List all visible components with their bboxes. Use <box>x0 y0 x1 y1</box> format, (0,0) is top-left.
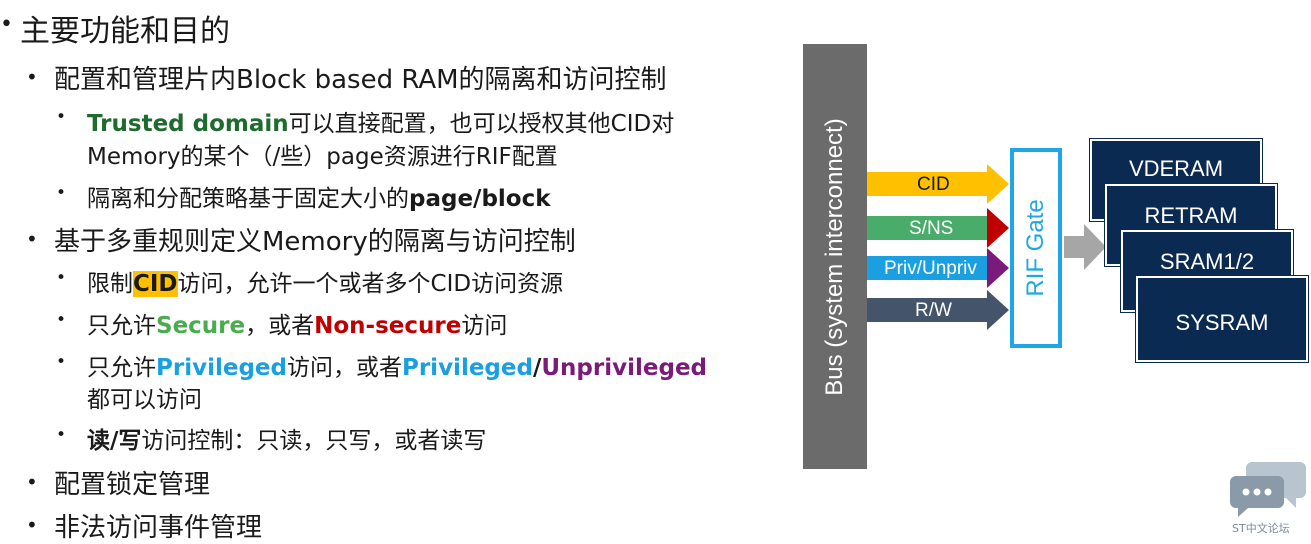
watermark-label: ST中文论坛 <box>1232 522 1290 535</box>
chat-bubble-icon <box>1230 462 1306 517</box>
signal-label-cid: CID <box>917 174 950 195</box>
item-1-sub-2-bold: page/block <box>409 186 551 212</box>
sns-arrow-body <box>867 216 989 240</box>
slash-text: / <box>532 355 542 381</box>
unprivileged-text: Unprivileged <box>541 355 708 381</box>
item-1-sub-2: 隔离和分配策略基于固定大小的page/block <box>87 179 551 213</box>
item-3: 配置锁定管理 <box>54 470 211 500</box>
privileged-text-2: Privileged <box>401 355 533 381</box>
bullet-dot: • <box>56 107 67 127</box>
item-2-sub-3: 只允许Privileged访问，或者Privileged/Unprivilege… <box>87 348 707 382</box>
cid-highlight: CID <box>133 271 178 297</box>
item-2-sub-1-post: 访问，允许一个或者多个CID访问资源 <box>177 271 564 297</box>
bullet-dot: • <box>56 310 67 330</box>
rif-gate-label: RIF Gate <box>1022 199 1049 297</box>
rif-gate: RIF Gate <box>1010 148 1062 348</box>
item-4: 非法访问事件管理 <box>54 513 263 543</box>
item-2-sub-2-post: 访问 <box>461 313 508 339</box>
priv-arrow-body <box>867 256 989 280</box>
memory-label: VDERAM <box>1128 156 1224 181</box>
item-2-sub-2-mid: ，或者 <box>245 313 315 339</box>
bus-label: Bus (system interconnect) <box>821 117 848 396</box>
item-2-sub-1: 限制CID访问，允许一个或者多个CID访问资源 <box>87 264 563 298</box>
signal-arrows <box>867 164 1009 330</box>
gray-arrow <box>1064 224 1106 270</box>
bullet-dot: • <box>56 268 67 288</box>
memory-label: RETRAM <box>1144 203 1238 228</box>
bullet-dot: • <box>0 12 13 37</box>
item-2-sub-3-pre: 只允许 <box>87 355 156 381</box>
priv-arrow-head <box>987 248 1009 288</box>
item-2-sub-2: 只允许Secure，或者Non-secure访问 <box>87 306 507 340</box>
item-1-sub-1-rest: 可以直接配置，也可以授权其他CID对 <box>288 111 675 137</box>
bullet-dot: • <box>26 513 38 537</box>
item-2-sub-3-line2: 都可以访问 <box>87 387 202 413</box>
memory-label: SYSRAM <box>1175 310 1269 335</box>
memory-sysram: SYSRAM <box>1136 276 1308 362</box>
item-2-sub-2-pre: 只允许 <box>87 313 156 339</box>
trusted-domain-text: Trusted domain <box>87 111 289 137</box>
bus-bar <box>803 44 867 469</box>
signal-label-rw: R/W <box>915 300 952 321</box>
item-1-sub-2-pre: 隔离和分配策略基于固定大小的 <box>87 186 409 212</box>
item-2-sub-3-mid: 访问，或者 <box>286 355 402 381</box>
item-2-sub-4-rest: 访问控制：只读，只写，或者读写 <box>141 428 487 454</box>
bullet-dot: • <box>26 227 38 251</box>
bullet-dot: • <box>56 183 67 203</box>
secure-text: Secure <box>156 313 246 339</box>
item-1-sub-1: Trusted domain可以直接配置，也可以授权其他CID对 <box>87 104 674 138</box>
item-2-sub-1-pre: 限制 <box>87 271 133 297</box>
cid-arrow <box>867 164 1009 204</box>
bullet-dot: • <box>26 470 38 494</box>
main-title: 主要功能和目的 <box>20 14 230 49</box>
memory-label: SRAM1/2 <box>1159 249 1255 274</box>
sns-arrow-head <box>987 208 1009 248</box>
item-2: 基于多重规则定义Memory的隔离与访问控制 <box>54 227 576 257</box>
signal-label-sns: S/NS <box>909 218 954 239</box>
bullet-dot: • <box>56 352 67 372</box>
non-secure-text: Non-secure <box>314 313 462 339</box>
privileged-text: Privileged <box>156 355 287 381</box>
item-1: 配置和管理片内Block based RAM的隔离和访问控制 <box>54 65 667 95</box>
bullet-dot: • <box>26 65 38 89</box>
bullet-dot: • <box>56 425 67 445</box>
rw-arrow <box>867 290 1009 330</box>
item-1-sub-1-line2: Memory的某个（/些）page资源进行RIF配置 <box>87 144 558 170</box>
bus-label-wrap: Bus (system interconnect) <box>803 44 867 469</box>
signal-label-priv: Priv/Unpriv <box>884 258 977 279</box>
item-2-sub-4: 读/写访问控制：只读，只写，或者读写 <box>87 421 486 455</box>
read-write-text: 读/写 <box>87 428 142 454</box>
